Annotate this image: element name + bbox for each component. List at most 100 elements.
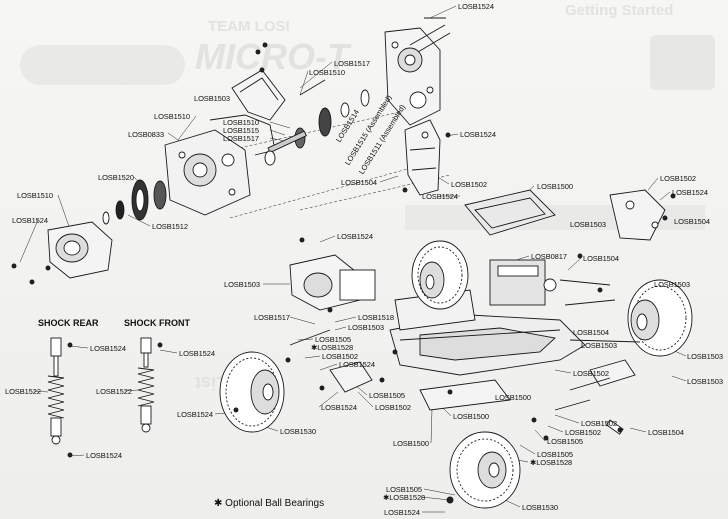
part-label-losb1510-mid: LOSB1510 xyxy=(223,118,259,127)
part-label-losb1500-bottom: LOSB1500 xyxy=(393,439,429,448)
front-shock xyxy=(137,337,155,433)
part-label-losb1503-motor: LOSB1503 xyxy=(224,280,260,289)
part-label-losb1502-low2: LOSB1502 xyxy=(565,428,601,437)
leader-line xyxy=(517,459,529,463)
gearbox-housing xyxy=(164,114,276,216)
transmission-case-right xyxy=(384,27,441,126)
part-label-losb1503-arm: LOSB1503 xyxy=(687,377,723,386)
hardware-screws xyxy=(11,42,676,504)
leader-line xyxy=(127,214,151,227)
part-label-losb1502-arm: LOSB1502 xyxy=(573,369,609,378)
leader-line xyxy=(69,345,89,349)
leader-line xyxy=(629,427,647,433)
part-label-losb1524-top: LOSB1524 xyxy=(458,2,494,11)
part-label-losb1502-low: LOSB1502 xyxy=(581,419,617,428)
part-label-losb1505-mid: LOSB1505 xyxy=(369,391,405,400)
part-label-losb1524-front: LOSB1524 xyxy=(672,188,708,197)
leader-line xyxy=(659,191,671,201)
motor-cover xyxy=(231,69,286,121)
leader-line xyxy=(289,316,316,325)
part-label-losb1510-top: LOSB1510 xyxy=(309,68,345,77)
leader-line xyxy=(33,390,49,393)
part-label-losb1524-bottom: LOSB1524 xyxy=(384,508,420,517)
part-label-losb1505-low: LOSB1505 xyxy=(547,437,583,446)
leader-line xyxy=(269,121,291,129)
motor xyxy=(289,254,376,311)
part-label-losb1505-a: LOSB1505 xyxy=(315,335,351,344)
part-label-losb1524-arm: LOSB1524 xyxy=(321,403,357,412)
rear-right-tire xyxy=(411,240,469,310)
rear-left-tire xyxy=(219,351,285,433)
part-label-losb1502-arm-low: LOSB1502 xyxy=(375,403,411,412)
part-label-losb1524-bulkhead-low: LOSB1524 xyxy=(422,192,458,201)
chassis xyxy=(389,314,586,376)
leader-line xyxy=(567,257,582,271)
part-label-losb1524-shock-front: LOSB1524 xyxy=(179,349,215,358)
leader-line xyxy=(319,363,338,371)
part-label-losb1503-front: LOSB1503 xyxy=(570,220,606,229)
part-label-losb1504-bulkhead: LOSB1504 xyxy=(341,178,377,187)
leader-line xyxy=(671,375,687,382)
leader-line xyxy=(534,429,546,442)
part-label-losb1510-gear: LOSB1510 xyxy=(154,112,190,121)
leader-line xyxy=(318,391,339,408)
leader-line xyxy=(177,115,197,141)
leader-line xyxy=(423,488,456,496)
front-left-tire xyxy=(449,431,521,509)
assembly-guide-line xyxy=(229,159,441,219)
leader-line xyxy=(69,454,85,457)
leader-line xyxy=(554,369,572,374)
part-label-losb1500-lower: LOSB1500 xyxy=(453,412,489,421)
front-shock-tower xyxy=(609,189,666,241)
part-label-losb1503-chassis: LOSB1503 xyxy=(348,323,384,332)
servo xyxy=(489,259,557,306)
micro-t-wordmark: MICRO-T xyxy=(195,36,349,77)
part-label-losb1502-front: LOSB1502 xyxy=(660,174,696,183)
part-label-losb1505-bottom: LOSB1505 xyxy=(386,485,422,494)
part-label-losb0833: LOSB0833 xyxy=(128,130,164,139)
leader-line xyxy=(19,219,39,263)
footnote-text: Optional Ball Bearings xyxy=(225,498,325,509)
part-label-losb1503-steer: LOSB1503 xyxy=(581,341,617,350)
part-label-losb1503-far: LOSB1503 xyxy=(687,352,723,361)
gear-shafts xyxy=(264,79,370,166)
part-label-losb1503-cover: LOSB1503 xyxy=(194,94,230,103)
part-label-losb1504-front: LOSB1504 xyxy=(674,217,710,226)
part-label-losb1522-rear: LOSB1522 xyxy=(5,387,41,396)
part-label-losb1500-mid: LOSB1500 xyxy=(495,393,531,402)
leader-line xyxy=(547,425,564,433)
getting-started-heading: Getting Started xyxy=(565,2,674,19)
part-label-losb1500-top: LOSB1500 xyxy=(537,182,573,191)
leader-line xyxy=(159,349,178,354)
spur-gear xyxy=(102,179,167,225)
transmission-case-left xyxy=(47,221,113,279)
leader-line xyxy=(429,5,457,19)
leader-line xyxy=(269,129,286,136)
part-label-losb1502-bulkhead: LOSB1502 xyxy=(451,180,487,189)
part-label-losb1505-low2: LOSB1505 xyxy=(537,450,573,459)
part-label-losb1530-front: LOSB1530 xyxy=(522,503,558,512)
part-label-losb1517-low: LOSB1517 xyxy=(254,313,290,322)
rear-bulkhead xyxy=(404,119,441,196)
leader-line xyxy=(519,444,536,455)
chassis-plate-lower xyxy=(419,379,511,411)
part-label-losb1517-top: LOSB1517 xyxy=(334,59,370,68)
shock-rear-heading: SHOCK REAR xyxy=(38,318,99,328)
leader-line xyxy=(554,414,580,424)
part-label-losb1524-motor: LOSB1524 xyxy=(337,232,373,241)
part-label-losb1515: LOSB1515 xyxy=(223,126,259,135)
part-label-losb1504-chassis: LOSB1504 xyxy=(573,328,609,337)
leader-line xyxy=(357,391,374,408)
part-label-losb1520: LOSB1520 xyxy=(98,173,134,182)
leader-line xyxy=(334,316,357,323)
leader-line xyxy=(647,177,659,191)
steering-links xyxy=(559,279,641,343)
leader-line xyxy=(319,235,336,243)
part-label-losb1524-tire: LOSB1524 xyxy=(177,410,213,419)
assembly-guide-line xyxy=(299,174,451,211)
leader-line xyxy=(124,389,139,392)
shock-front-heading: SHOCK FRONT xyxy=(124,318,190,328)
front-right-tire xyxy=(627,279,693,357)
